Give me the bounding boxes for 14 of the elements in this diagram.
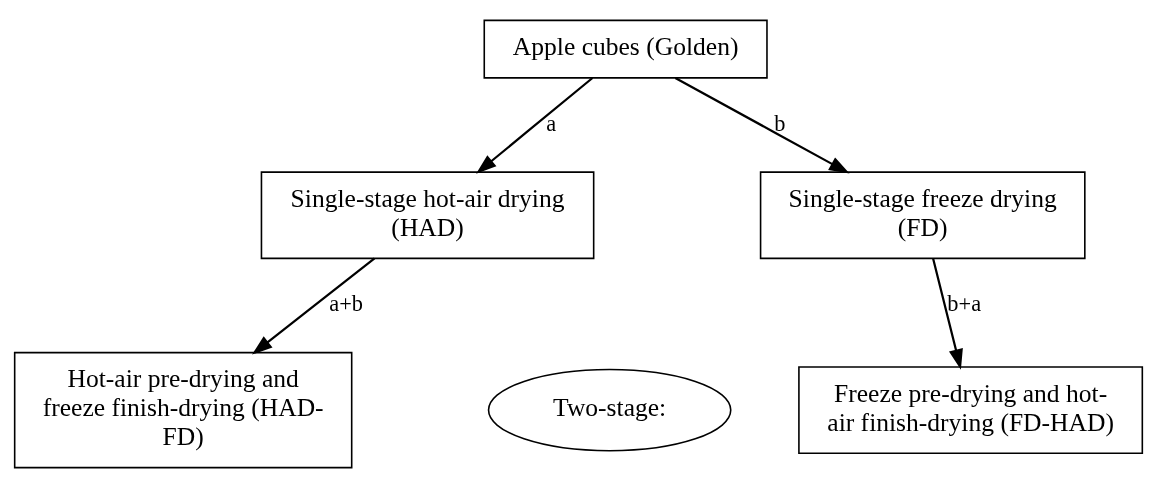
arrow xyxy=(476,77,594,174)
arrow xyxy=(674,77,850,174)
edge-label: a xyxy=(546,110,557,136)
edge-label: b xyxy=(774,110,786,136)
node-box: Freeze pre-drying and hot-air finish-drying (FD-HAD) xyxy=(798,366,1144,455)
arrow xyxy=(932,258,963,370)
edge-label: b+a xyxy=(947,291,982,317)
node-box: Apple cubes (Golden) xyxy=(483,19,768,79)
node-box: Hot-air pre-drying and freeze finish-drying (HAD-FD) xyxy=(13,351,353,469)
node-box: Single-stage freeze drying (FD) xyxy=(759,171,1086,260)
arrow xyxy=(252,257,376,355)
node-box: Single-stage hot-air drying (HAD) xyxy=(260,171,595,260)
edge-label: a+b xyxy=(329,291,363,317)
node-ellipse: Two-stage: xyxy=(487,368,732,452)
